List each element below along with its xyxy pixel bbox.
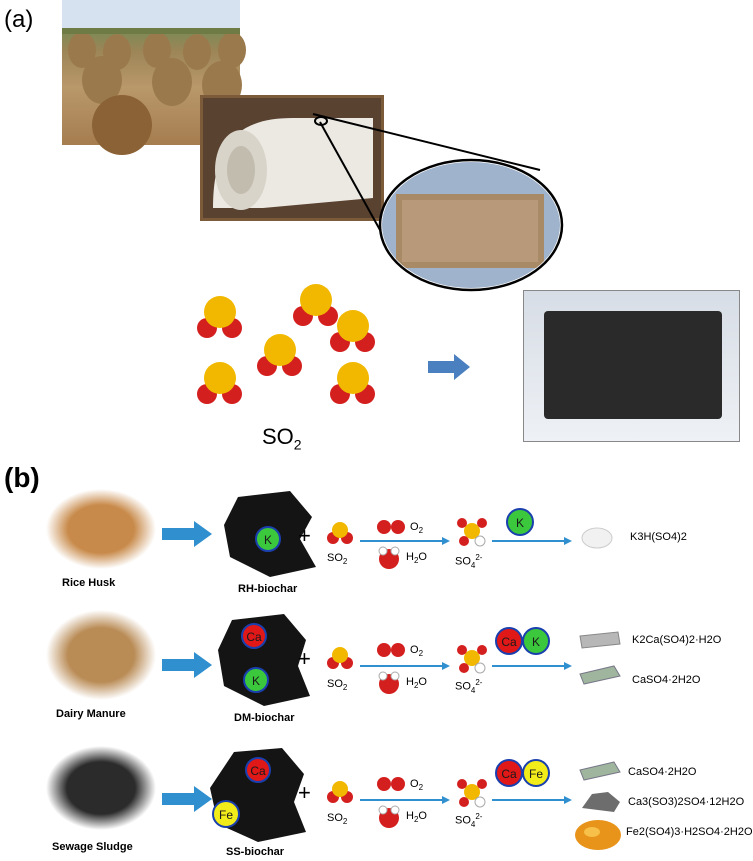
plus-sign: + [298, 646, 311, 671]
so2-molecule-small [327, 647, 353, 669]
so2-label: SO2 [327, 678, 348, 693]
so2-molecule [197, 296, 242, 338]
so2-molecule [330, 362, 375, 404]
sulfate-molecule [457, 779, 487, 808]
ion-ca: Ca [250, 764, 266, 778]
dark-sulfated-mat [544, 311, 722, 419]
h2o-label: H2O [406, 810, 427, 825]
panel-a-label: (a) [4, 6, 34, 33]
product-crystal-gray [582, 792, 620, 812]
product-label: Fe2(SO4)3·H2SO4·2H2O [626, 826, 753, 838]
biochar-particle: K [224, 491, 316, 577]
straw-field-photo [62, 0, 246, 155]
ion-badge-pair: Ca Fe [495, 759, 550, 787]
so2-label: SO2 [327, 552, 348, 567]
ion-badge-pair: Ca K [495, 627, 550, 655]
process-arrow [162, 786, 212, 812]
product-label: CaSO4·2H2O [628, 766, 697, 778]
ion-fe: Fe [219, 808, 233, 822]
so2-molecule [197, 362, 242, 404]
sulfate-label: SO42- [455, 678, 483, 695]
h2o-molecule [378, 671, 400, 694]
o2-molecule [377, 520, 405, 534]
so2-molecule-small [327, 522, 353, 544]
product-arrow [492, 662, 572, 670]
product-label: K3H(SO4)2 [630, 531, 687, 543]
straw-field-illustration [62, 0, 246, 155]
h2o-molecule [378, 546, 400, 569]
so2-molecule [257, 334, 302, 376]
product-crystal-white [581, 527, 613, 549]
rolled-mat-illustration [203, 98, 381, 218]
so2-molecule [330, 310, 375, 352]
so2-label: SO2 [327, 812, 348, 827]
treated-sample-photo [523, 290, 740, 442]
process-arrow [162, 652, 212, 678]
h2o-molecule [378, 805, 400, 828]
source-label: Dairy Manure [56, 708, 126, 720]
o2-label: O2 [410, 521, 424, 536]
biochar-label: RH-biochar [238, 583, 298, 595]
o2-molecule [377, 777, 405, 791]
sulfate-molecule [457, 645, 487, 674]
straw-mat-photo [200, 95, 384, 221]
reaction-arrow-line [360, 796, 450, 804]
product-label: Ca3(SO3)2SO4·12H2O [628, 796, 745, 808]
product-arrow [492, 796, 572, 804]
biochar-particle: Ca K [218, 614, 310, 706]
reaction-arrow-line [360, 662, 450, 670]
sulfate-molecule [457, 518, 487, 547]
ion-k: K [252, 674, 260, 688]
so2-label-sub: 2 [293, 436, 302, 453]
ion-ca-label: Ca [501, 767, 517, 781]
plus-sign: + [298, 523, 311, 548]
process-arrow [162, 521, 212, 547]
reaction-arrow [428, 354, 470, 380]
h2o-label: H2O [406, 551, 427, 566]
reaction-arrow-line [360, 537, 450, 545]
reaction-row-dairy-manure: Dairy Manure Ca K DM-biochar + SO2 O2 H2… [0, 610, 749, 725]
ion-k: K [264, 533, 272, 547]
o2-molecule [377, 643, 405, 657]
sulfate-label: SO42- [455, 553, 483, 570]
reaction-row-sewage-sludge: Sewage Sludge Ca Fe SS-biochar + SO2 O2 … [0, 740, 753, 861]
o2-label: O2 [410, 644, 424, 659]
product-crystal-orange [575, 820, 621, 850]
rice-husk-image [46, 489, 156, 569]
ion-ca-label: Ca [501, 635, 517, 649]
so2-label-main: SO [262, 424, 294, 449]
ion-ca: Ca [246, 630, 262, 644]
o2-label: O2 [410, 778, 424, 793]
source-label: Sewage Sludge [52, 841, 133, 853]
product-label: K2Ca(SO4)2·H2O [632, 634, 722, 646]
h2o-label: H2O [406, 676, 427, 691]
ion-fe-label: Fe [529, 767, 543, 781]
product-label: CaSO4·2H2O [632, 674, 701, 686]
product-crystal-green [579, 761, 621, 781]
product-crystal-green [579, 665, 621, 685]
biochar-label: SS-biochar [226, 846, 285, 858]
ion-badge: K [506, 508, 534, 536]
panel-b-label: (b) [4, 462, 40, 493]
plus-sign: + [298, 780, 311, 805]
so2-formula-label: SO2 [262, 424, 302, 452]
magnified-sample-circle [378, 158, 564, 292]
dairy-manure-image [46, 610, 156, 700]
product-crystal-gray [579, 631, 621, 649]
sewage-sludge-image [46, 746, 156, 830]
product-arrow [492, 537, 572, 545]
biochar-label: DM-biochar [234, 712, 295, 724]
sulfate-label: SO42- [455, 812, 483, 829]
so2-molecule [293, 284, 338, 326]
ion-k-label: K [516, 516, 524, 530]
so2-molecules [197, 284, 375, 404]
source-label: Rice Husk [62, 577, 116, 589]
reaction-row-rice-husk: Rice Husk K RH-biochar + SO2 O2 H2O SO42… [0, 485, 749, 595]
biochar-particle: Ca Fe [210, 748, 306, 842]
ion-k-label: K [532, 635, 540, 649]
so2-molecule-small [327, 781, 353, 803]
